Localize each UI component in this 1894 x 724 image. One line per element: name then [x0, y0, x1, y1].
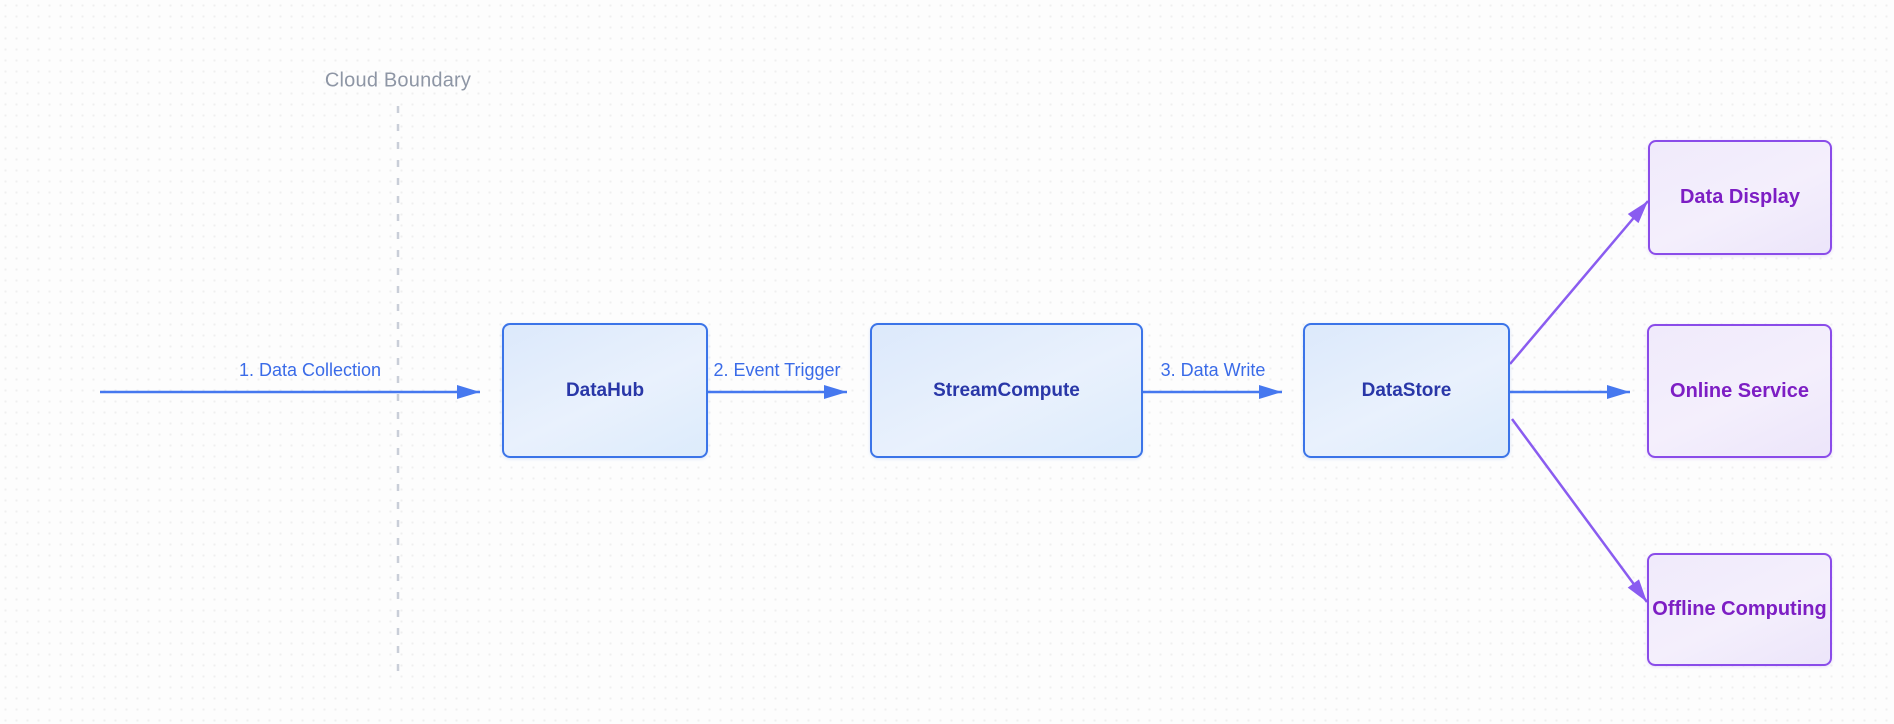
node-data-display: Data Display — [1648, 140, 1832, 255]
edge-datastore-offline-computing-arrow — [1510, 418, 1649, 603]
node-data-display-label: Data Display — [1679, 186, 1801, 208]
node-datahub-label: DataHub — [565, 379, 645, 401]
node-streamcompute: StreamCompute — [870, 323, 1143, 458]
node-streamcompute-label: StreamCompute — [933, 379, 1080, 401]
edge-label-event-trigger: 2. Event Trigger — [713, 360, 841, 380]
node-datastore-label: DataStore — [1361, 379, 1452, 401]
node-datahub: DataHub — [502, 323, 708, 458]
edge-datastore-data-display-arrow — [1509, 200, 1649, 365]
node-online-service: Online Service — [1647, 324, 1832, 458]
edge-label-data-collection: 1. Data Collection — [238, 360, 382, 380]
node-online-service-label: Online Service — [1670, 379, 1809, 402]
node-datastore: DataStore — [1303, 323, 1510, 458]
edge-label-data-write: 3. Data Write — [1160, 360, 1266, 380]
node-offline-computing-label: Offline Computing — [1652, 598, 1827, 620]
node-offline-computing: Offline Computing — [1647, 553, 1832, 666]
cloud-boundary-label: Cloud Boundary — [324, 69, 472, 92]
